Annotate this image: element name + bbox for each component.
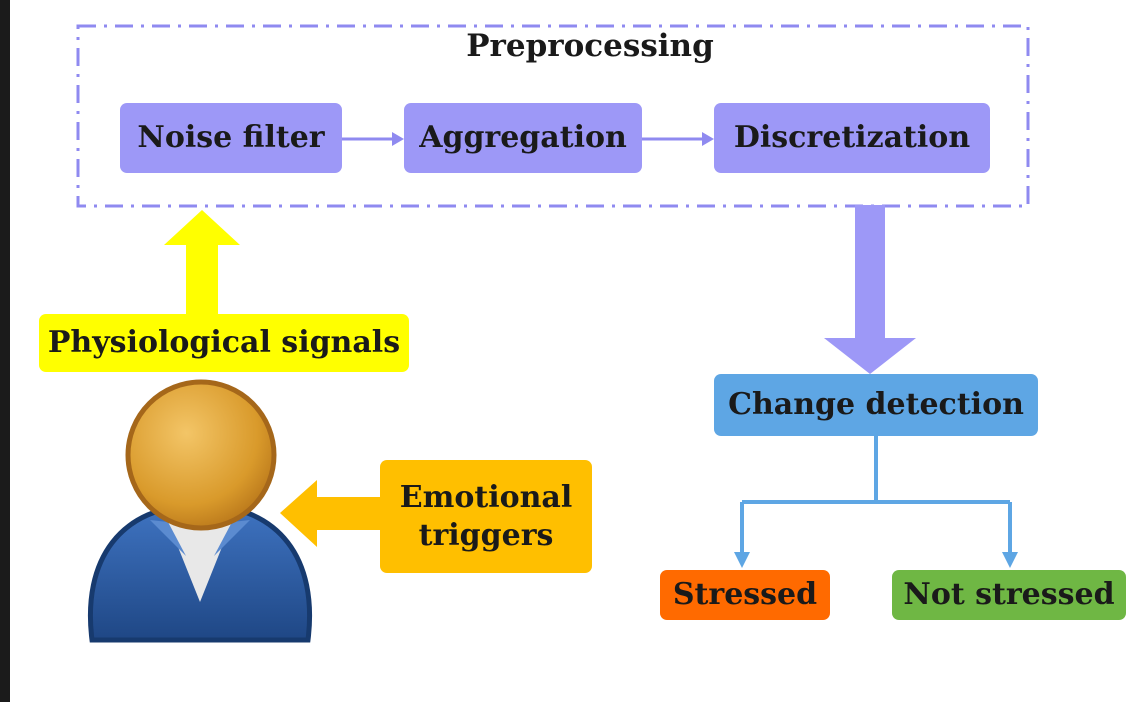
physiological-signals-label: Physiological signals [39,314,409,372]
arrow-signals-up [164,210,240,315]
branch-lines [740,436,1012,554]
diagram-canvas: Preprocessing Noise filter Aggregation D… [10,0,1140,702]
arrowhead-not-stressed [1002,552,1018,568]
arrow-triggers-left [280,480,382,547]
diagram-connectors [76,24,1030,643]
outcome-not-stressed: Not stressed [892,570,1126,620]
outcome-stressed: Stressed [660,570,830,620]
preprocessing-title: Preprocessing [466,28,714,64]
preprocessing-frame [76,24,1030,208]
step-aggregation: Aggregation [404,103,642,173]
step-noise-filter: Noise filter [120,103,342,173]
arrow-to-change-detection [824,205,916,374]
step-discretization: Discretization [714,103,990,173]
arrow-aggregation-to-discretization [642,132,714,146]
person-icon [87,379,313,643]
arrow-noise-to-aggregation [342,132,404,146]
arrowhead-stressed [734,552,750,568]
change-detection-node: Change detection [714,374,1038,436]
emotional-triggers-label: Emotional triggers [380,460,592,573]
